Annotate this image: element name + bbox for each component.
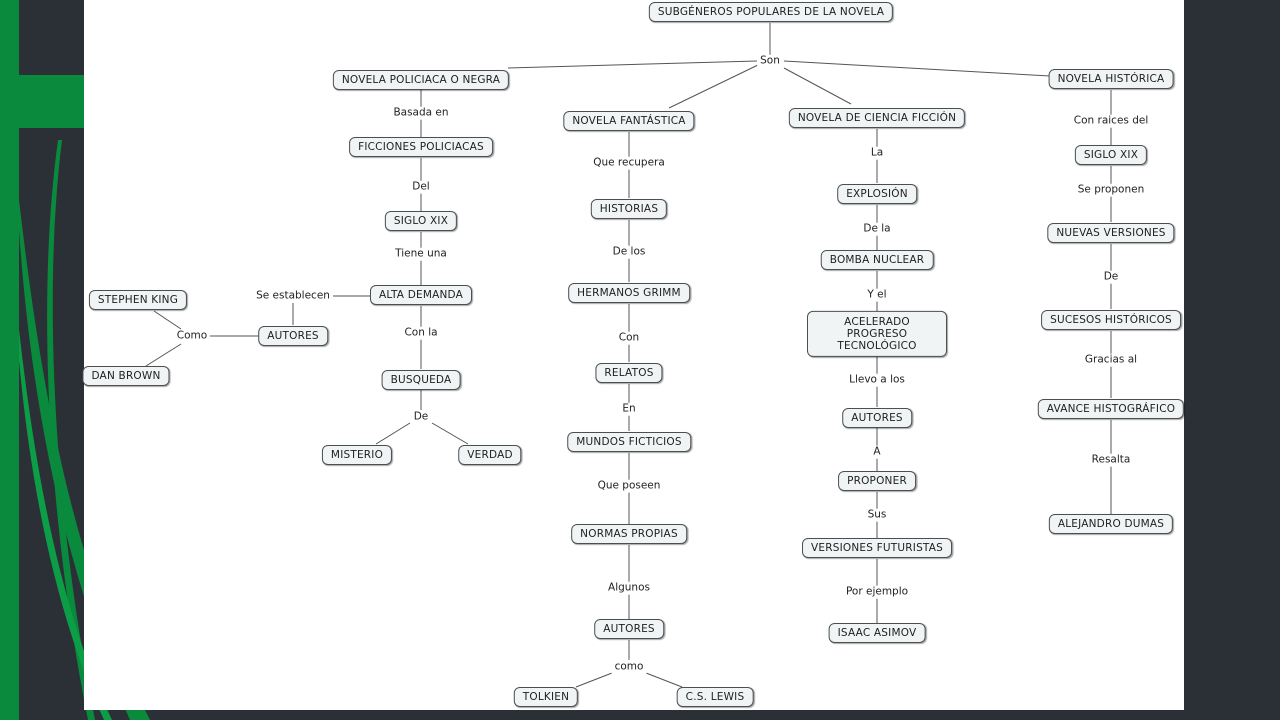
concept-avance-histografico: AVANCE HISTOGRÁFICO <box>1037 398 1185 420</box>
link-con-la: Con la <box>401 326 441 340</box>
concept-relatos: RELATOS <box>595 362 663 384</box>
concept-cs-lewis: C.S. LEWIS <box>676 686 754 708</box>
link-basada-en: Basada en <box>390 106 452 120</box>
concept-misterio: MISTERIO <box>321 444 393 466</box>
concept-stephen-king: STEPHEN KING <box>88 289 188 311</box>
concept-siglo-xix-historica: SIGLO XIX <box>1074 144 1148 166</box>
green-swoosh-2 <box>47 140 95 720</box>
link-gracias-al: Gracias al <box>1081 353 1141 367</box>
link-a: A <box>870 445 884 459</box>
link-con-raices-del: Con raices del <box>1070 114 1152 128</box>
link-como-policiaca: Como <box>173 329 211 343</box>
branch-historica: NOVELA HISTÓRICA <box>1048 68 1174 90</box>
link-algunos: Algunos <box>605 581 653 595</box>
concept-tolkien: TOLKIEN <box>513 686 579 708</box>
connector-lines <box>145 23 1112 688</box>
concept-isaac-asimov: ISAAC ASIMOV <box>828 622 926 644</box>
link-llevo-a-los: Llevo a los <box>846 373 908 387</box>
link-de-la: De la <box>860 222 894 236</box>
link-que-poseen: Que poseen <box>594 479 664 493</box>
concept-nuevas-versiones: NUEVAS VERSIONES <box>1047 222 1175 244</box>
concept-map-slide: SUBGÉNEROS POPULARES DE LA NOVELA Son NO… <box>82 0 1185 710</box>
concept-alejandro-dumas: ALEJANDRO DUMAS <box>1048 513 1174 535</box>
link-resalta: Resalta <box>1088 453 1134 467</box>
concept-busqueda: BUSQUEDA <box>381 369 461 391</box>
concept-explosion: EXPLOSIÓN <box>837 183 917 205</box>
concept-bomba-nuclear: BOMBA NUCLEAR <box>820 249 934 271</box>
concept-historias: HISTORIAS <box>590 198 668 220</box>
root-concept: SUBGÉNEROS POPULARES DE LA NOVELA <box>648 1 894 23</box>
link-la: La <box>867 146 887 160</box>
concept-normas-propias: NORMAS PROPIAS <box>571 523 687 545</box>
green-block <box>19 75 84 128</box>
concept-verdad: VERDAD <box>458 444 522 466</box>
link-de-los: De los <box>609 245 649 259</box>
concept-acelerado-progreso: ACELERADO PROGRESO TECNOLÓGICO <box>807 310 947 358</box>
link-y-el: Y el <box>864 288 890 302</box>
concept-autores-policiaca: AUTORES <box>258 325 328 347</box>
link-del: Del <box>409 180 433 194</box>
link-se-establecen: Se establecen <box>253 289 333 303</box>
link-como-fantastica: como <box>611 660 647 674</box>
root-link-label: Son <box>757 54 783 68</box>
concept-versiones-futuristas: VERSIONES FUTURISTAS <box>802 537 952 559</box>
concept-alta-demanda: ALTA DEMANDA <box>369 284 473 306</box>
link-sus: Sus <box>864 508 890 522</box>
concept-sucesos-historicos: SUCESOS HISTÓRICOS <box>1041 309 1181 331</box>
green-side-bar <box>0 0 19 720</box>
concept-autores-ciencia: AUTORES <box>842 407 912 429</box>
branch-fantastica: NOVELA FANTÁSTICA <box>563 110 695 132</box>
link-tiene-una: Tiene una <box>392 247 450 261</box>
link-que-recupera: Que recupera <box>590 156 668 170</box>
link-con-fantastica: Con <box>615 331 643 345</box>
concept-hermanos-grimm: HERMANOS GRIMM <box>568 282 690 304</box>
branch-ciencia-ficcion: NOVELA DE CIENCIA FICCIÓN <box>788 107 966 129</box>
link-en: En <box>619 402 639 416</box>
concept-autores-fantastica: AUTORES <box>594 618 664 640</box>
concept-proponer: PROPONER <box>838 470 916 492</box>
link-por-ejemplo: Por ejemplo <box>842 585 912 599</box>
concept-mundos-ficticios: MUNDOS FICTICIOS <box>567 431 691 453</box>
link-de-busqueda: De <box>410 410 432 424</box>
concept-siglo-xix-policiaca: SIGLO XIX <box>384 210 458 232</box>
branch-policiaca: NOVELA POLICIACA O NEGRA <box>332 69 510 91</box>
concept-ficciones-policiacas: FICCIONES POLICIACAS <box>349 136 493 158</box>
link-de-historica: De <box>1100 270 1122 284</box>
link-se-proponen: Se proponen <box>1074 183 1148 197</box>
concept-dan-brown: DAN BROWN <box>82 365 170 387</box>
